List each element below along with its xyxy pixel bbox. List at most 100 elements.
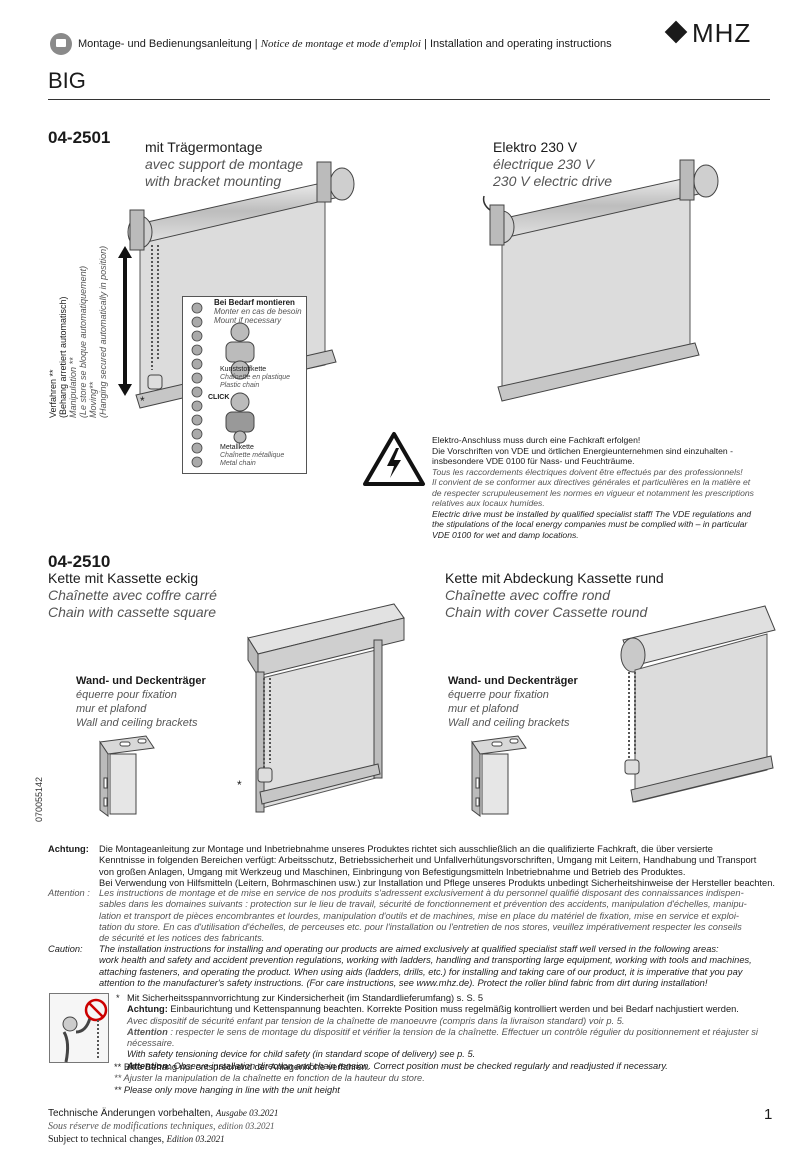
title-de: mit Trägermontage xyxy=(145,139,263,155)
warn-de3: insbesondere VDE 0100 für Nass- und Feuc… xyxy=(432,456,635,466)
cassette-square-illustration xyxy=(247,603,405,813)
star2-de: Bitte Behang nur entsprechend der Anlage… xyxy=(123,1062,370,1072)
bracket-right-label: Wand- und Deckenträger équerre pour fixa… xyxy=(448,674,578,730)
metal-fr: Chaînette métallique xyxy=(220,452,285,459)
section1-left-title: mit Trägermontage avec support de montag… xyxy=(145,139,303,190)
section1-right-title: Elektro 230 V électrique 230 V 230 V ele… xyxy=(493,139,612,190)
star1-fr-b: : respecter le sens de montage du dispos… xyxy=(127,1026,758,1049)
double-arrow-icon xyxy=(118,246,132,396)
page-number: 1 xyxy=(764,1106,773,1123)
star1-fr: Avec dispositif de sécurité enfant par t… xyxy=(127,1015,625,1026)
electric-hazard-icon xyxy=(363,432,425,486)
star2-text: ** Bitte Behang nur entsprechend der Anl… xyxy=(114,1062,425,1096)
dstar-mark: ** xyxy=(114,1084,122,1095)
side-l1: Verfahren ** xyxy=(48,369,58,418)
bracket-fr: équerre pour fixation xyxy=(76,689,177,701)
title-fr: Chaînette avec coffre rond xyxy=(445,587,610,603)
metal-chain-label: Metallkette Chaînette métallique Metal c… xyxy=(220,444,284,468)
warn-fr4: relatives aux locaux humides. xyxy=(432,498,545,508)
child-chain-hazard-icon xyxy=(62,998,108,1063)
plastic-chain-label: Kunststoffkette Chaînette en plastique P… xyxy=(220,366,290,390)
child-safety-pictogram xyxy=(49,993,109,1063)
electric-warning-text: Elektro-Anschluss muss durch eine Fachkr… xyxy=(432,435,772,540)
caution-text: The installation instructions for instal… xyxy=(99,944,779,989)
bracket-fr2: mur et plafond xyxy=(76,703,147,715)
footer-en-ed: Edition 03.2021 xyxy=(166,1134,225,1144)
attention-line: sables dans les domaines suivants : prot… xyxy=(99,899,747,910)
footer-en: Subject to technical changes, xyxy=(48,1134,165,1145)
document-number: 070055142 xyxy=(34,776,44,822)
footer-fr-ed: edition 03.2021 xyxy=(217,1121,275,1131)
attention-line: lation et transport de pièces encombrant… xyxy=(99,910,739,921)
footer-notice: Technische Änderungen vorbehalten, Ausga… xyxy=(48,1107,278,1146)
chain-beads-icon xyxy=(191,302,203,468)
warn-en3: VDE 0100 for wet and damp locations. xyxy=(432,529,579,540)
plastic-de: Kunststoffkette xyxy=(220,366,267,373)
bracket-en: Wall and ceiling brackets xyxy=(448,717,570,729)
achtung-text: Die Montageanleitung zur Montage und Inb… xyxy=(99,844,779,889)
warn-fr2: Il convient de se conformer aux directiv… xyxy=(432,477,751,487)
title-de: Kette mit Abdeckung Kassette rund xyxy=(445,570,664,586)
star1-en: With safety tensioning device for child … xyxy=(127,1049,476,1060)
side-l4: (Le store se bloque automatiquement) xyxy=(78,265,88,418)
title-en: Chain with cover Cassette round xyxy=(445,604,648,620)
achtung-line: Die Montageanleitung zur Montage und Inb… xyxy=(99,844,713,854)
plastic-fr: Chaînette en plastique xyxy=(220,374,291,381)
side-l2: (Behang arretiert automatisch) xyxy=(58,296,68,418)
dstar-mark: ** xyxy=(114,1073,122,1084)
metal-en: Metal chain xyxy=(220,460,256,467)
brand-logo: MHZ xyxy=(664,18,751,49)
star-mark-2: * xyxy=(237,778,242,792)
warn-fr3: de respecter scrupuleusement les normes … xyxy=(432,487,754,498)
star-mark: * xyxy=(140,394,145,408)
title-fr: avec support de montage xyxy=(145,156,303,172)
star1-de-b: Einbaurichtung und Kettenspannung beacht… xyxy=(170,1004,739,1015)
moving-side-text: Verfahren ** (Behang arretiert automatis… xyxy=(48,246,108,418)
title-fr: Chaînette avec coffre carré xyxy=(48,587,217,603)
attention-line: de sécurité et les notices des fabricant… xyxy=(99,933,265,944)
header-fr: Notice de montage et mode d'emploi xyxy=(260,38,421,50)
header-sep: | xyxy=(424,38,427,50)
header-de: Montage- und Bedienungsanleitung xyxy=(78,38,252,50)
star1-de: Mit Sicherheitsspannvorrichtung zur Kind… xyxy=(127,993,484,1003)
section2-right-title: Kette mit Abdeckung Kassette rund Chaîne… xyxy=(445,570,664,621)
product-name: BIG xyxy=(48,68,86,93)
title-en: Chain with cassette square xyxy=(48,604,217,620)
caution-line: attaching fasteners, and operating the p… xyxy=(99,966,743,977)
caution-line: The installation instructions for instal… xyxy=(99,944,719,954)
plastic-en: Plastic chain xyxy=(220,382,260,389)
cassette-round-illustration xyxy=(620,605,776,803)
star1-mark: * xyxy=(116,993,120,1003)
manual-icon xyxy=(50,33,72,55)
header-en: Installation and operating instructions xyxy=(429,38,612,50)
section2-left-title: Kette mit Kassette eckig Chaînette avec … xyxy=(48,570,217,621)
achtung-line: Kenntnisse in folgenden Bereichen verfüg… xyxy=(99,855,757,866)
bracket-fr2: mur et plafond xyxy=(448,703,519,715)
bracket-de: Wand- und Deckenträger xyxy=(448,675,578,687)
callout-title: Bei Bedarf montieren Monter en cas de be… xyxy=(214,298,302,325)
bracket-left-label: Wand- und Deckenträger équerre pour fixa… xyxy=(76,674,206,730)
callout-fr: Monter en cas de besoin xyxy=(214,307,302,316)
header-languages: Montage- und Bedienungsanleitung | Notic… xyxy=(78,38,612,50)
star1-text: Mit Sicherheitsspannvorrichtung zur Kind… xyxy=(127,993,777,1072)
attention-text: Les instructions de montage et de mise e… xyxy=(99,888,779,944)
bracket-fr: équerre pour fixation xyxy=(448,689,549,701)
diamond-icon xyxy=(664,20,688,44)
callout-en: Mount if necessary xyxy=(214,316,282,325)
star1-en-label: Attention: xyxy=(127,1060,171,1071)
star1-en-b: Observe installation direction and chain… xyxy=(173,1060,668,1071)
star1-fr-label: Attention xyxy=(127,1026,168,1037)
footer-fr: Sous réserve de modifications techniques… xyxy=(48,1121,216,1132)
header-divider xyxy=(48,99,770,100)
footer-de-ed: Ausgabe 03.2021 xyxy=(215,1108,279,1118)
wall-ceiling-bracket-right-illustration xyxy=(471,735,527,817)
electric-roller-blind-illustration xyxy=(482,159,719,402)
bracket-en: Wall and ceiling brackets xyxy=(76,717,198,729)
bracket-de: Wand- und Deckenträger xyxy=(76,675,206,687)
side-l3: Manipulation ** xyxy=(68,357,78,418)
metal-de: Metallkette xyxy=(220,444,254,451)
achtung-line: von großen Anlagen, Umgang mit Werkzeug … xyxy=(99,866,686,877)
title-de: Kette mit Kassette eckig xyxy=(48,570,199,586)
attention-label: Attention : xyxy=(48,888,90,898)
caution-label: Caution: xyxy=(48,944,83,954)
